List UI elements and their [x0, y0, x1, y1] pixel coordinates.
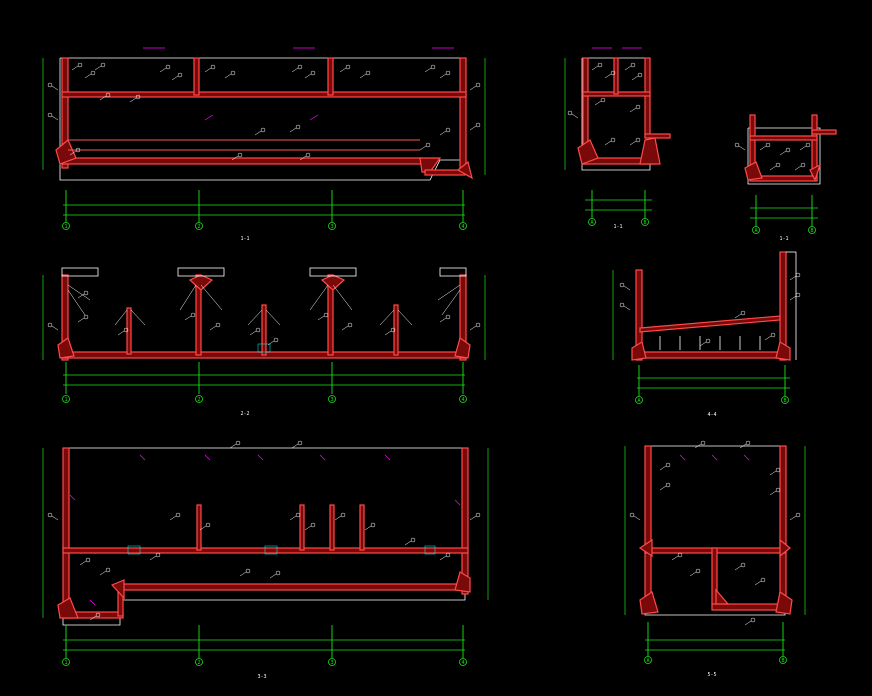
axis-label: 3 — [330, 397, 333, 403]
axis-label: B — [643, 220, 646, 226]
section-1-1-view: 1 2 3 4 1-1 — [42, 47, 486, 242]
section-title: 3-3 — [257, 674, 266, 680]
section-title: 1-1 — [240, 236, 249, 242]
section-detail-view: A B 1-1 — [734, 114, 837, 242]
axis-label: B — [810, 228, 813, 234]
axis-label: A — [590, 220, 593, 226]
section-2-2-view: 1 2 3 4 2-2 — [42, 267, 486, 417]
axis-label: 2 — [197, 397, 200, 403]
axis-label: B — [783, 398, 786, 404]
axis-label: 4 — [461, 397, 464, 403]
axis-label: 1 — [64, 660, 67, 666]
axis-label: 1 — [64, 397, 67, 403]
axis-label: A — [637, 398, 640, 404]
axis-label: 2 — [197, 224, 200, 230]
axis-label: B — [781, 658, 784, 664]
axis-label: 3 — [330, 660, 333, 666]
axis-label: 4 — [461, 224, 464, 230]
axis-label: 1 — [64, 224, 67, 230]
section-4-4-view: A B 4-4 — [612, 251, 801, 418]
section-1-1-small-view: A B 1-1 — [564, 47, 671, 230]
section-title: 5-5 — [707, 672, 716, 678]
section-title: 2-2 — [240, 411, 249, 417]
section-3-3-view: 1 2 3 4 3-3 — [42, 440, 489, 680]
axis-label: 4 — [461, 660, 464, 666]
section-title: 1-1 — [779, 236, 788, 242]
axis-label: A — [754, 228, 757, 234]
axis-label: 3 — [330, 224, 333, 230]
axis-label: A — [646, 658, 649, 664]
section-title: 4-4 — [707, 412, 716, 418]
axis-label: 2 — [197, 660, 200, 666]
section-5-5-view: A B 5-5 — [624, 440, 806, 678]
section-title: 1-1 — [613, 224, 622, 230]
